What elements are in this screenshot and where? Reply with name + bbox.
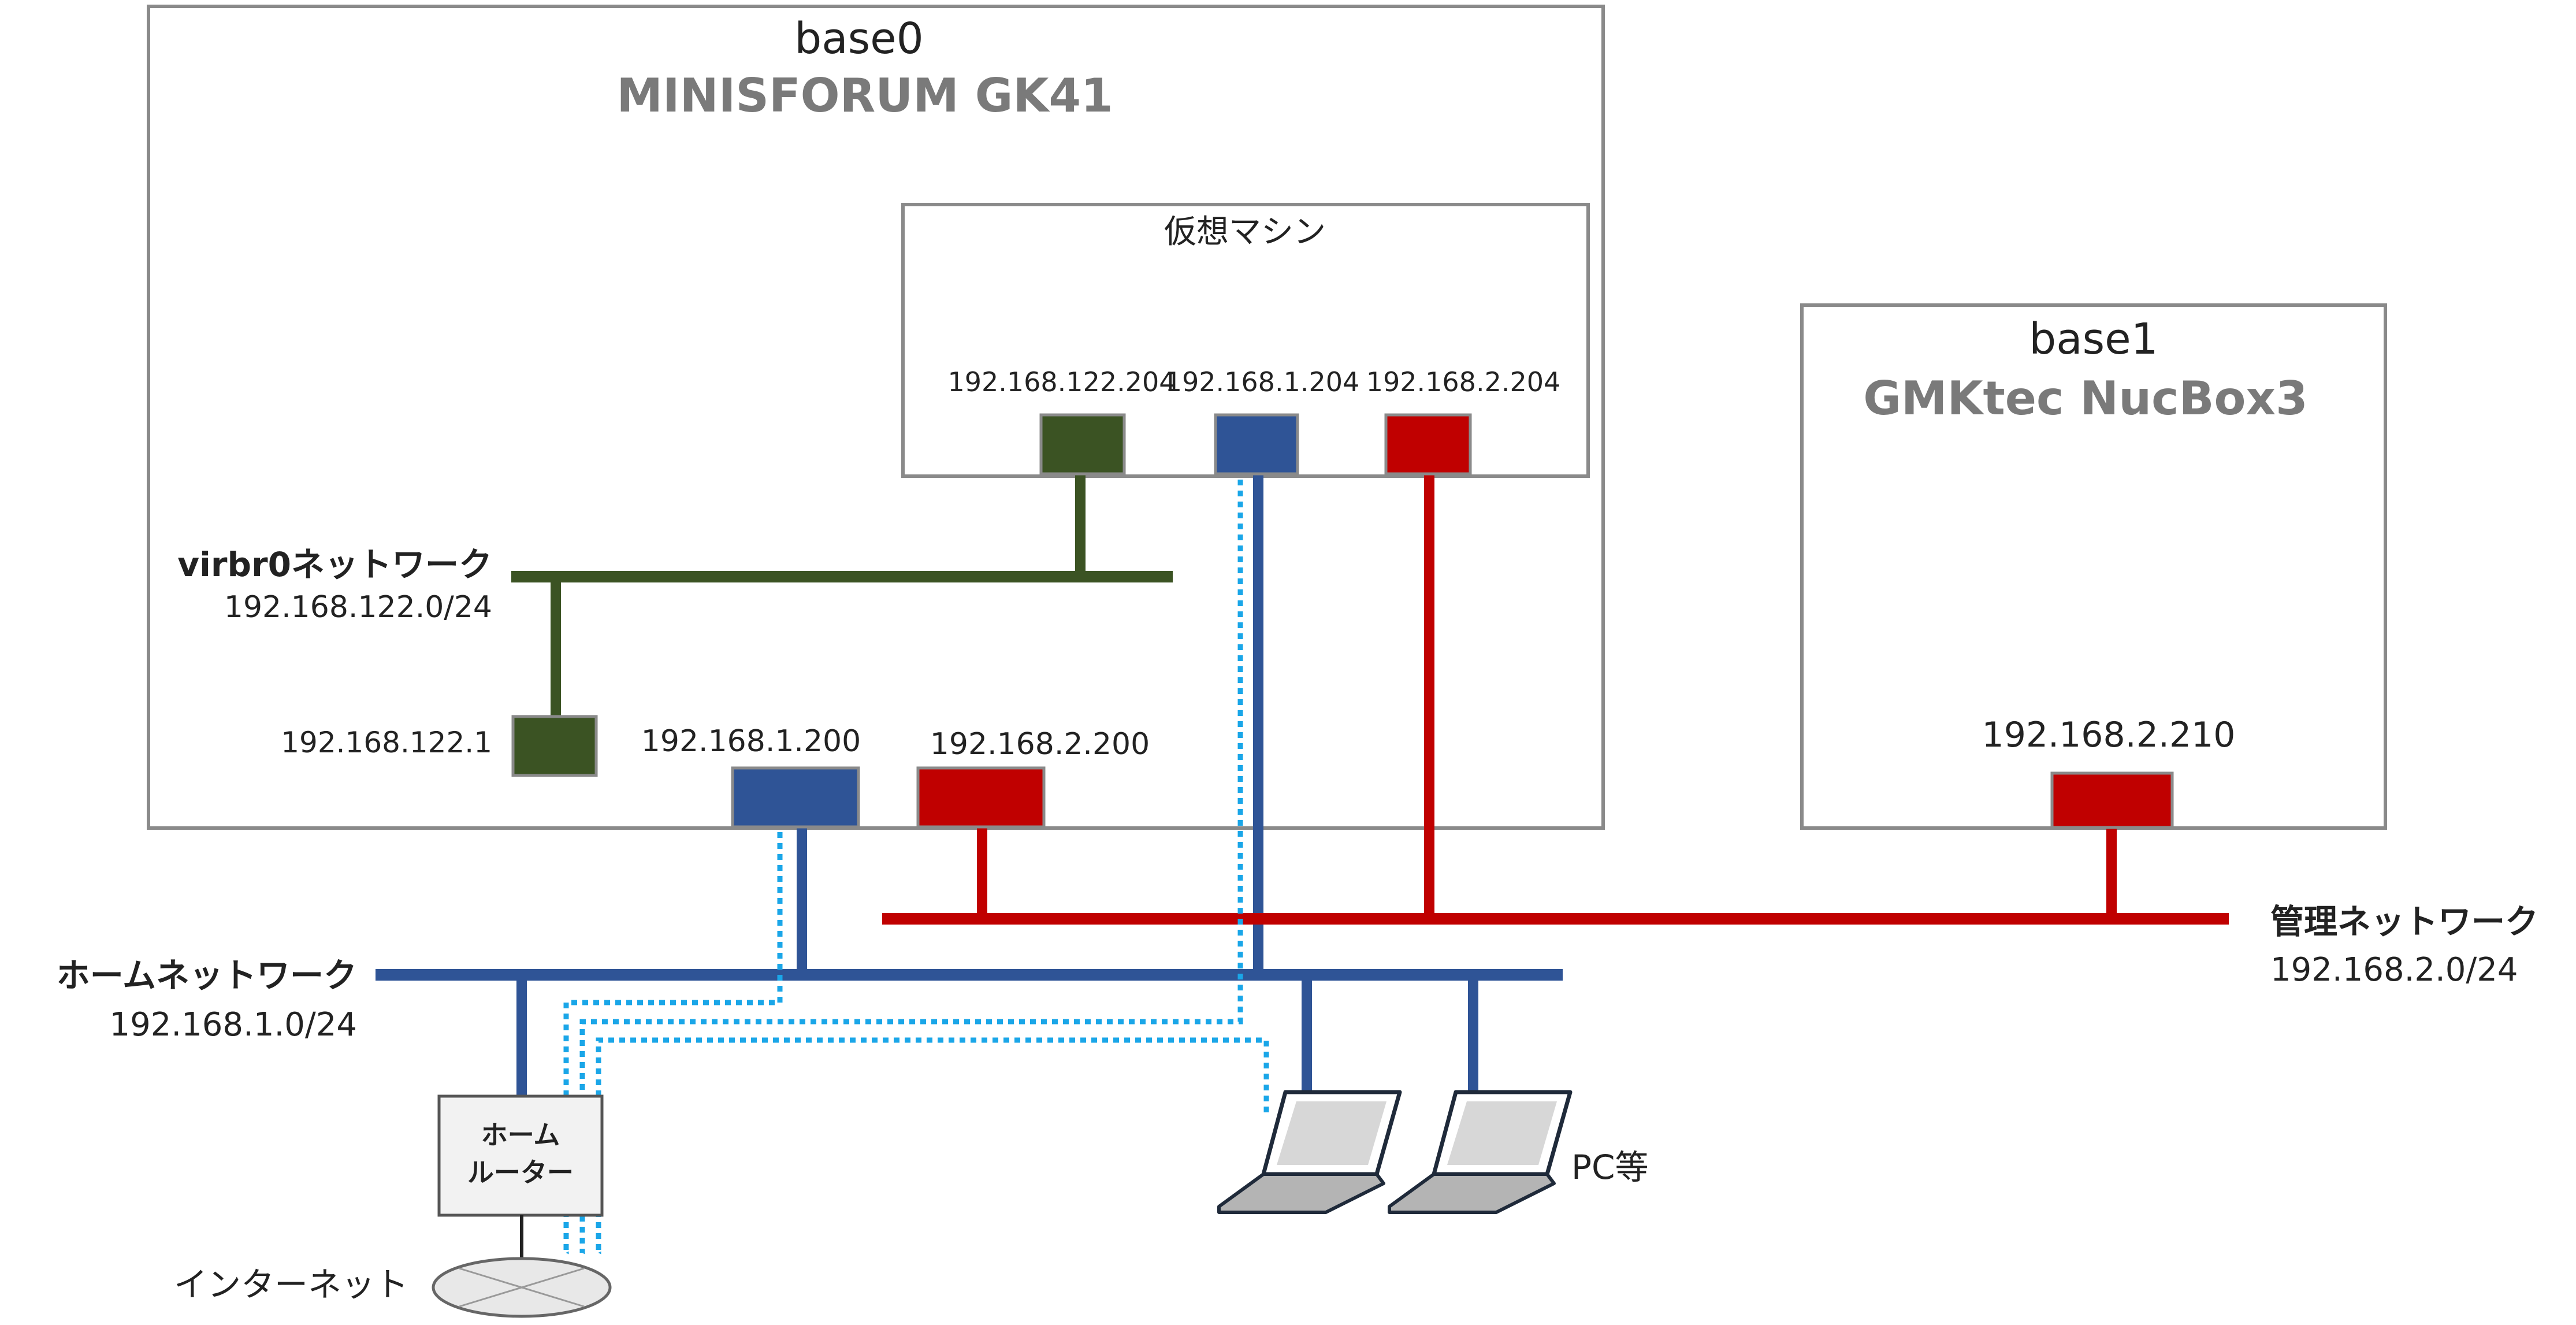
home-router bbox=[437, 1094, 604, 1217]
router-label-line2: ルーター bbox=[467, 1157, 574, 1188]
traffic-path-pc bbox=[596, 1037, 1269, 1255]
internet-label: インターネット bbox=[174, 1265, 408, 1304]
traffic-path-vm bbox=[579, 480, 1243, 1255]
base1-box bbox=[1800, 303, 2387, 830]
host-nic-green bbox=[511, 715, 598, 777]
virbr0-name: virbr0ネットワーク bbox=[177, 545, 492, 584]
mgmt-network-cidr: 192.168.2.0/24 bbox=[2270, 951, 2518, 989]
vm-nic-green bbox=[1039, 413, 1126, 476]
mgmt-network-name: 管理ネットワーク bbox=[2270, 902, 2538, 941]
pc-label: PC等 bbox=[1571, 1148, 1648, 1187]
home-network-name: ホームネットワーク bbox=[57, 956, 357, 995]
vm-ip-green: 192.168.122.204 bbox=[947, 366, 1176, 398]
host-ip-virbr: 192.168.122.1 bbox=[281, 726, 492, 759]
virbr0-cidr: 192.168.122.0/24 bbox=[224, 590, 492, 625]
base1-nic-red bbox=[2050, 771, 2174, 829]
base1-ip: 192.168.2.210 bbox=[1982, 715, 2236, 755]
base1-model: GMKtec NucBox3 bbox=[1863, 372, 2308, 425]
router-label-line1: ホーム bbox=[481, 1119, 560, 1150]
base1-name: base1 bbox=[2029, 314, 2158, 364]
home-network-cidr: 192.168.1.0/24 bbox=[109, 1006, 357, 1044]
vm-title: 仮想マシン bbox=[1164, 213, 1326, 251]
vm-ip-blue: 192.168.1.204 bbox=[1165, 366, 1360, 398]
host-ip-home: 192.168.1.200 bbox=[641, 724, 861, 759]
vm-nic-red bbox=[1384, 413, 1472, 476]
base0-name: base0 bbox=[794, 14, 923, 64]
host-ip-mgmt: 192.168.2.200 bbox=[930, 727, 1150, 762]
internet-cross-b bbox=[459, 1267, 585, 1308]
host-nic-blue bbox=[731, 766, 860, 829]
vm-ip-red: 192.168.2.204 bbox=[1366, 366, 1561, 398]
vm-nic-blue bbox=[1214, 413, 1299, 476]
laptop-icon bbox=[1388, 1090, 1573, 1214]
host-nic-red bbox=[916, 766, 1046, 829]
laptop-icon bbox=[1217, 1090, 1402, 1214]
base0-model: MINISFORUM GK41 bbox=[616, 69, 1113, 123]
